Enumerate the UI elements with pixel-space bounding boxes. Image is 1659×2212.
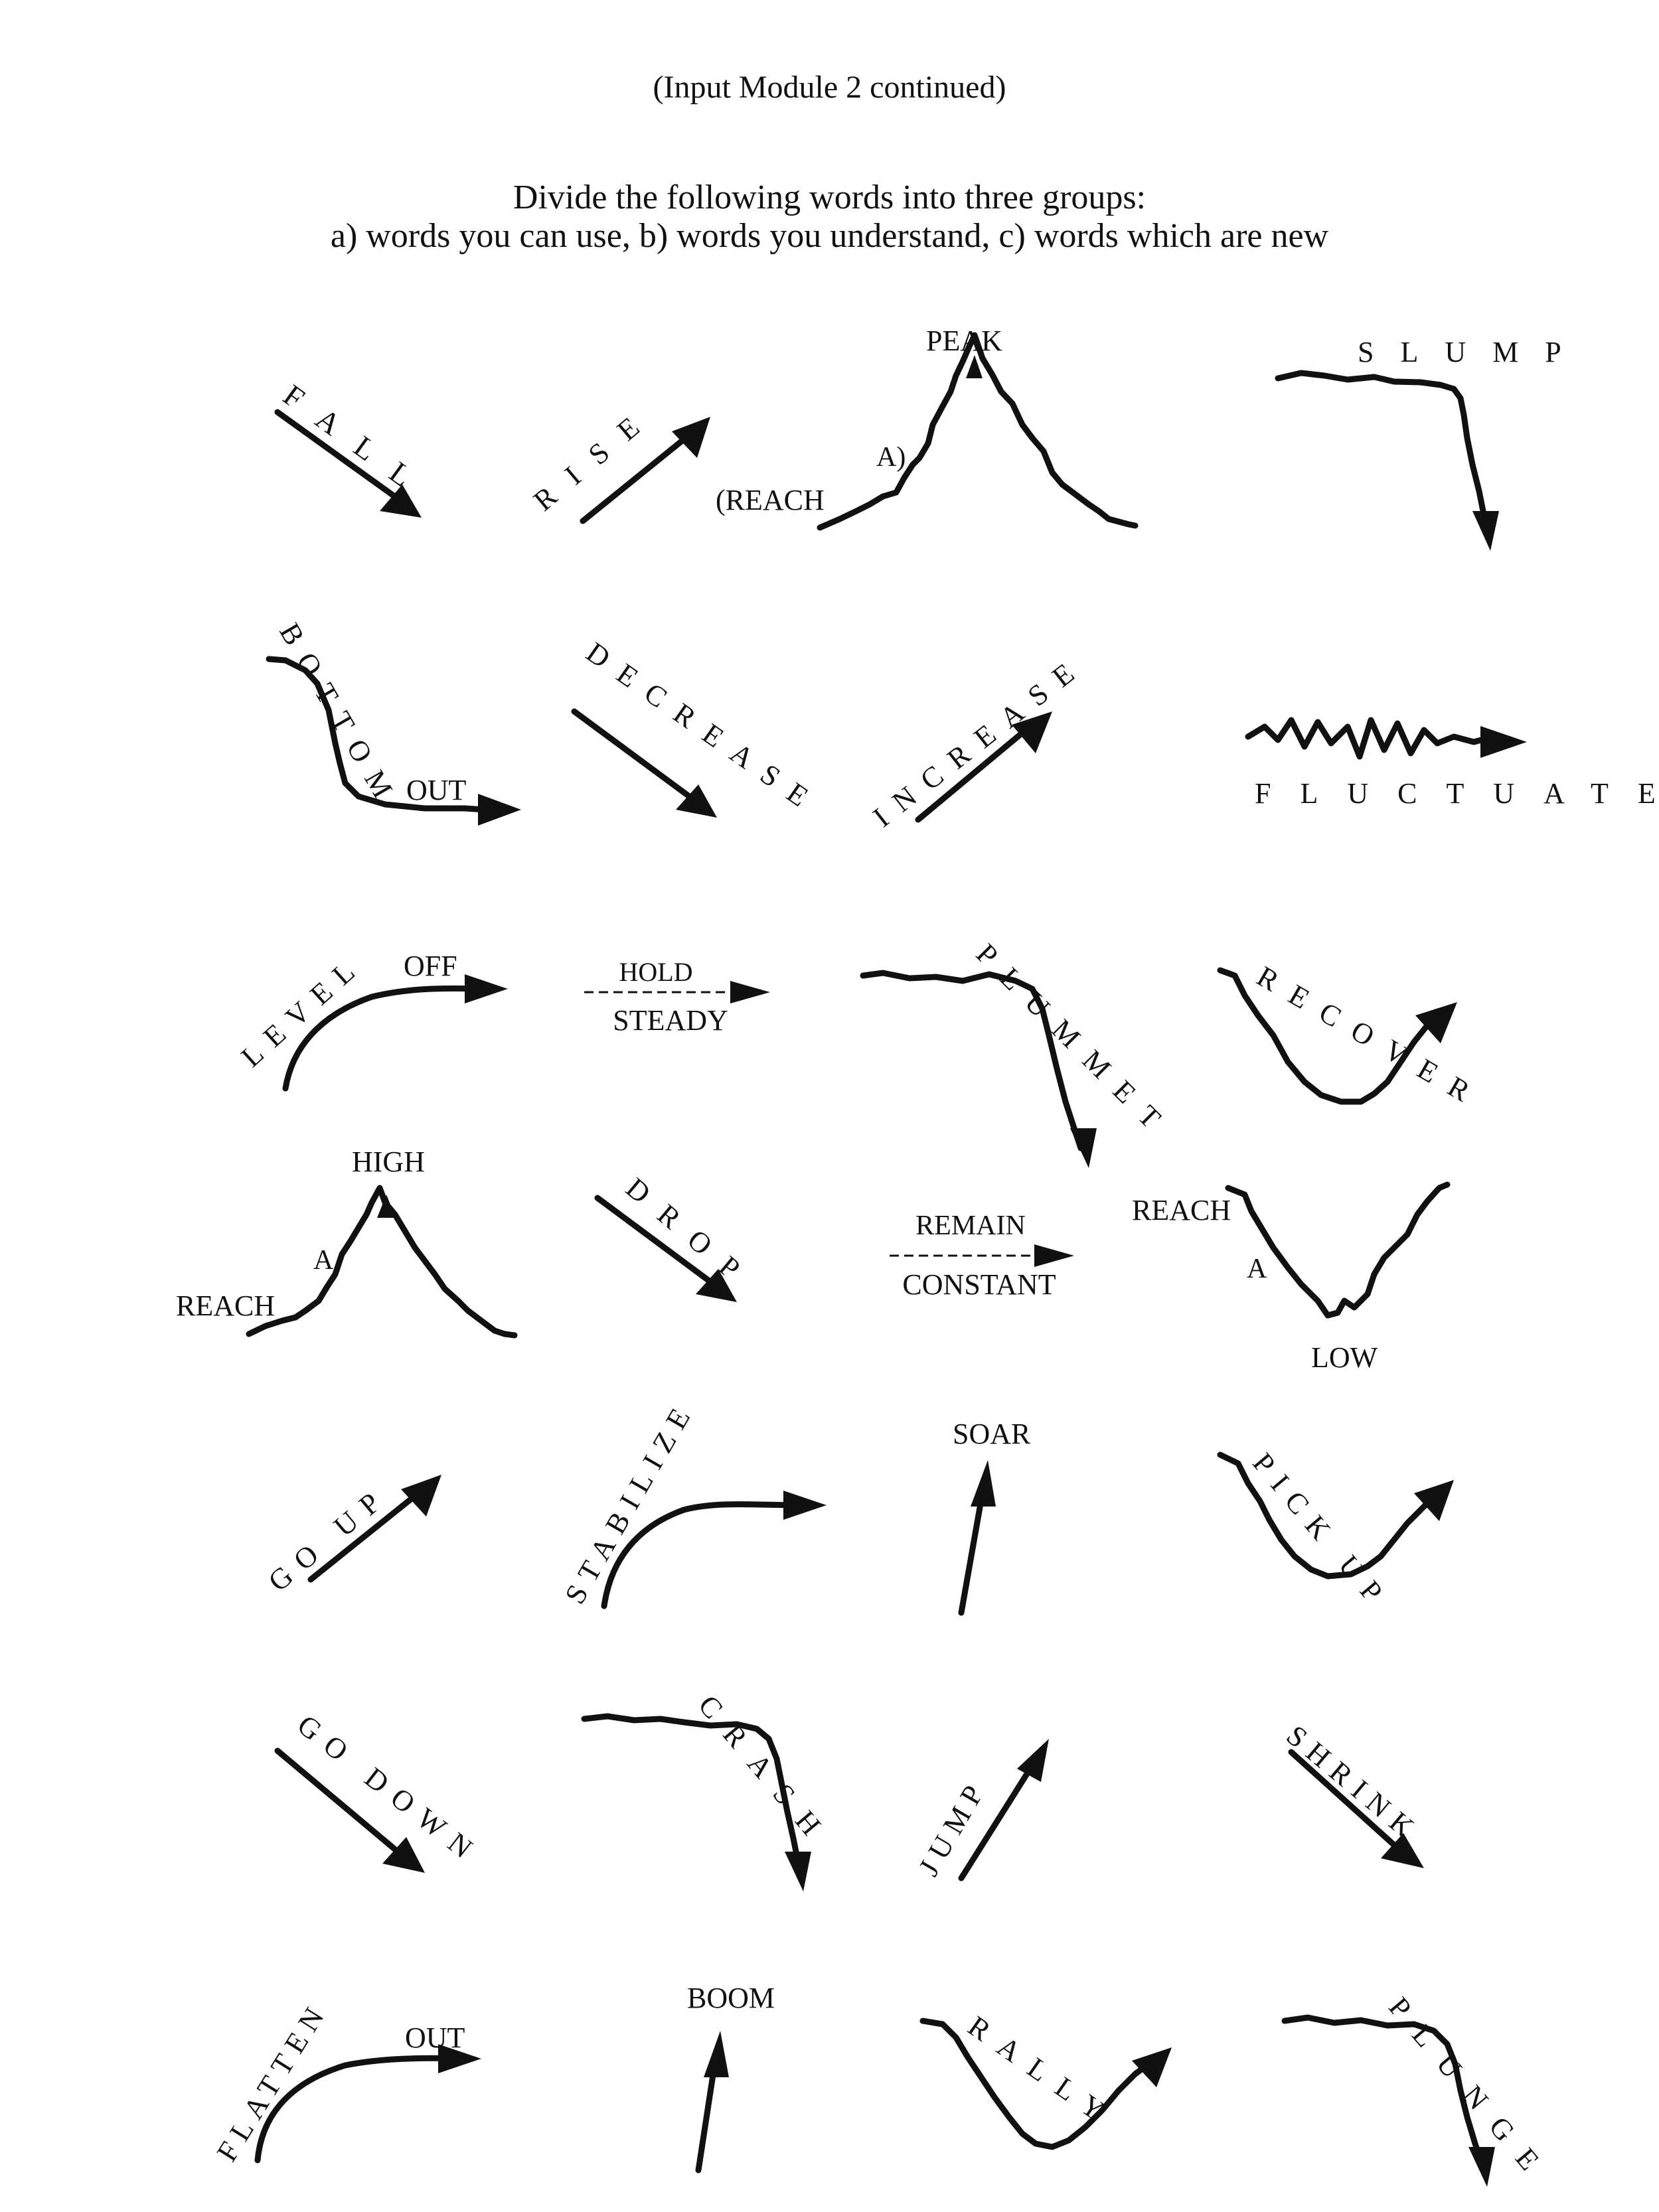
rally-label: RALLY [962,2010,1123,2136]
flatten-label: FLATTEN [210,1995,335,2167]
reach-a-low-diagram: REACH A LOW [1132,1181,1451,1374]
peak-label: PEAK [926,325,1002,357]
reach-label-low: REACH [1132,1194,1231,1226]
slump-diagram: SLUMP [1275,336,1588,551]
crash-diagram: CRASH [581,1689,839,1891]
jump-diagram: JUMP [912,1739,1049,1881]
increase-diagram: INCREASE [867,648,1091,833]
instruction-line-2: a) words you can use, b) words you under… [330,217,1329,255]
drop-diagram: DROP [594,1171,761,1302]
plunge-label: PLUNGE [1382,1991,1558,2191]
go-up-label: GO UP [262,1479,396,1597]
soar-label: SOAR [953,1418,1031,1450]
reach-a-high-diagram: REACH A HIGH [176,1145,518,1339]
remain-label: REMAIN [915,1211,1026,1241]
bottom-label: BOTTOM [273,618,406,816]
plummet-label: PLUMMET [970,937,1179,1146]
flatten-out-diagram: FLATTEN OUT [210,1995,481,2167]
a-label-low: A [1247,1254,1267,1284]
rise-label: RISE [527,397,662,517]
reach-a-peak-diagram: (REACH A) PEAK [716,325,1139,531]
high-label: HIGH [352,1145,425,1178]
hold-steady-diagram: HOLD STEADY [584,957,770,1037]
a-label: A) [876,442,906,473]
fall-diagram: FALL [274,378,439,518]
go-down-diagram: GO DOWN [274,1708,488,1873]
out-label: OUT [406,774,467,806]
low-label: LOW [1311,1341,1378,1374]
decrease-diagram: DECREASE [571,636,827,822]
constant-label: CONSTANT [902,1268,1056,1301]
out-label-flatten: OUT [405,2022,465,2054]
increase-label: INCREASE [867,648,1091,833]
crash-label: CRASH [692,1689,839,1856]
plunge-diagram: PLUNGE [1281,1991,1558,2191]
rise-diagram: RISE [527,397,710,524]
steady-label: STEADY [613,1004,728,1037]
stabilize-label: STABILIZE [558,1395,701,1609]
instruction-line-1: Divide the following words into three gr… [513,179,1146,216]
pick-up-label: PICK UP [1246,1447,1396,1617]
module-title: (Input Module 2 continued) [653,70,1006,105]
slump-label: SLUMP [1358,336,1588,368]
reach-label-high: REACH [176,1290,275,1322]
fall-label: FALL [277,378,438,508]
fluctuate-label: FLUCTUATE [1255,777,1659,810]
go-up-diagram: GO UP [262,1475,441,1598]
drop-label: DROP [620,1171,761,1297]
jump-label: JUMP [912,1773,994,1881]
stabilize-diagram: STABILIZE [558,1395,827,1609]
soar-diagram: SOAR [953,1418,1031,1616]
recover-diagram: RECOVER [1217,960,1490,1116]
bottom-out-diagram: BOTTOM OUT [266,618,521,826]
boom-diagram: BOOM [687,1982,775,2174]
level-label: LEVEL [235,948,370,1074]
plummet-diagram: PLUMMET [860,937,1179,1168]
rally-diagram: RALLY [919,2010,1172,2150]
pick-up-diagram: PICK UP [1217,1447,1454,1617]
shrink-label: SHRINK [1281,1719,1427,1850]
a-label-high: A [313,1245,334,1276]
off-label: OFF [404,950,457,982]
reach-label: (REACH [716,484,825,516]
remain-constant-diagram: REMAIN CONSTANT [890,1211,1074,1301]
fluctuate-diagram: FLUCTUATE [1245,717,1659,810]
boom-label: BOOM [687,1982,775,2014]
shrink-diagram: SHRINK [1281,1719,1427,1868]
level-off-diagram: LEVEL OFF [235,948,508,1092]
hold-label: HOLD [619,957,692,987]
